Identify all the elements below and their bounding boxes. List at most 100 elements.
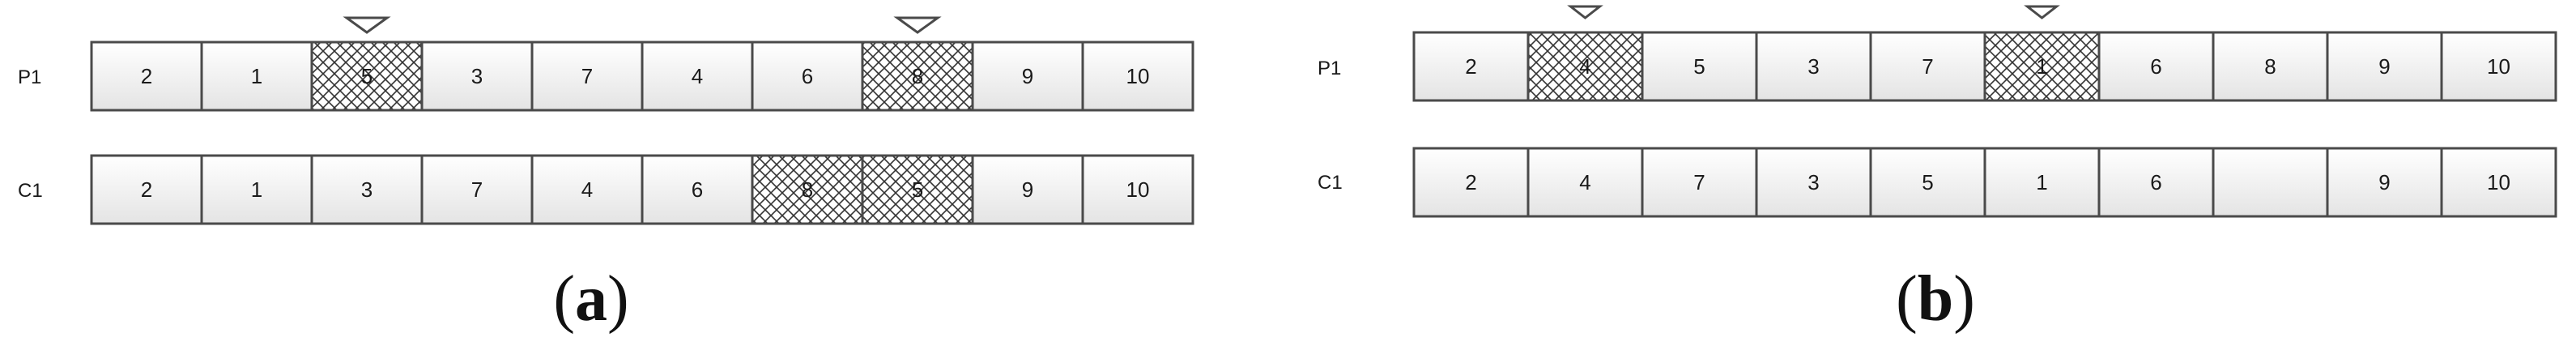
panel-b-caption: (b) [1896, 263, 1975, 335]
gene-cell: 4 [1526, 147, 1644, 218]
cell-value: 2 [141, 177, 152, 202]
cut-point-marker-icon [2024, 5, 2060, 19]
cell-value: 3 [1807, 54, 1819, 79]
cell-box [420, 154, 534, 225]
cell-box [751, 41, 864, 112]
cell-box [2326, 31, 2443, 102]
gene-cell: 5 [861, 154, 974, 225]
cell-value: 1 [251, 177, 262, 202]
caption-letter: a [575, 263, 607, 335]
gene-cell: 4 [530, 154, 644, 225]
cell-box [2440, 31, 2557, 102]
cell-value: 9 [2378, 170, 2390, 194]
cell-box [200, 154, 313, 225]
hatched-cell-box [861, 41, 974, 112]
cell-value: 8 [912, 64, 923, 88]
cell-box [971, 41, 1084, 112]
row-label: P1 [18, 66, 41, 88]
cell-value: 10 [1126, 64, 1150, 88]
gene-cell: 2 [1412, 147, 1530, 218]
cell-value: 2 [1465, 54, 1476, 79]
cell-value: 9 [2378, 54, 2390, 79]
gene-cell: 2 [1412, 31, 1530, 102]
gene-cell: 4 [1526, 31, 1644, 102]
row-label: C1 [1318, 172, 1343, 194]
cell-value: 5 [361, 64, 373, 88]
gene-cell: 6 [751, 41, 864, 112]
cell-value: 7 [1693, 170, 1705, 194]
gene-cell: 2 [90, 41, 203, 112]
cell-box [2097, 147, 2215, 218]
cell-row: 2 1 5 3 7 4 6 8 9 10 [90, 41, 1194, 112]
cell-value: 8 [2264, 54, 2276, 79]
cell-value: 7 [1922, 54, 1933, 79]
cell-box [641, 154, 754, 225]
cell-box [2097, 31, 2215, 102]
gene-cell: 8 [861, 41, 974, 112]
gene-cell: 8 [2212, 31, 2329, 102]
gene-cell: 9 [971, 154, 1084, 225]
gene-cell: 1 [200, 41, 313, 112]
cell-value: 1 [2036, 54, 2047, 79]
cell-value: 5 [1693, 54, 1705, 79]
cell-box [1869, 147, 1986, 218]
cell-value: 4 [692, 64, 703, 88]
cell-box [200, 41, 313, 112]
panel-a-caption: (a) [553, 263, 628, 335]
cell-value: 6 [2150, 170, 2161, 194]
cell-value: 3 [361, 177, 373, 202]
gene-cell: 10 [2440, 147, 2557, 218]
gene-cell: 1 [200, 154, 313, 225]
cell-row: 2 4 7 3 5 1 6 9 10 [1412, 147, 2557, 218]
panel-a-markers [343, 16, 942, 34]
cell-box [1641, 31, 1758, 102]
gene-cell: 5 [310, 41, 424, 112]
cell-value: 3 [1807, 170, 1819, 194]
cell-value: 9 [1022, 64, 1033, 88]
gene-cell: 4 [641, 41, 754, 112]
gene-cell: 6 [2097, 147, 2215, 218]
gene-cell: 5 [1869, 147, 1986, 218]
cell-box [90, 41, 203, 112]
cut-point-marker-icon [343, 16, 391, 34]
cell-value: 2 [1465, 170, 1476, 194]
cell-box [310, 154, 424, 225]
cell-box [971, 154, 1084, 225]
cell-value: 4 [1579, 54, 1590, 79]
panel-b-row-c1: C1 2 4 7 3 5 1 6 9 10 [1318, 147, 2557, 218]
cell-value: 6 [2150, 54, 2161, 79]
cell-value: 5 [1922, 170, 1933, 194]
hatched-cell-box [861, 154, 974, 225]
gene-cell: 7 [420, 154, 534, 225]
gene-cell [2212, 147, 2329, 218]
cell-value: 7 [471, 177, 483, 202]
gene-cell: 2 [90, 154, 203, 225]
cell-value: 4 [1579, 170, 1590, 194]
cell-box [1081, 154, 1194, 225]
gene-cell: 6 [641, 154, 754, 225]
cell-value: 9 [1022, 177, 1033, 202]
cell-value: 4 [581, 177, 593, 202]
gene-cell: 3 [1755, 31, 1872, 102]
gene-cell: 10 [1081, 154, 1194, 225]
hatched-cell-box [1526, 31, 1644, 102]
cell-box [2326, 147, 2443, 218]
gene-cell: 1 [1983, 147, 2101, 218]
cell-value: 3 [471, 64, 483, 88]
cell-box [1081, 41, 1194, 112]
gene-cell: 6 [2097, 31, 2215, 102]
hatched-cell-box [310, 41, 424, 112]
cell-box [2212, 147, 2329, 218]
cut-point-marker-icon [1567, 5, 1603, 19]
gene-cell: 7 [1641, 147, 1758, 218]
cell-value: 7 [581, 64, 593, 88]
cell-value: 1 [251, 64, 262, 88]
cut-point-marker-icon [893, 16, 942, 34]
cell-box [1412, 31, 1530, 102]
caption-letter: b [1918, 263, 1954, 335]
cell-value: 6 [802, 64, 813, 88]
